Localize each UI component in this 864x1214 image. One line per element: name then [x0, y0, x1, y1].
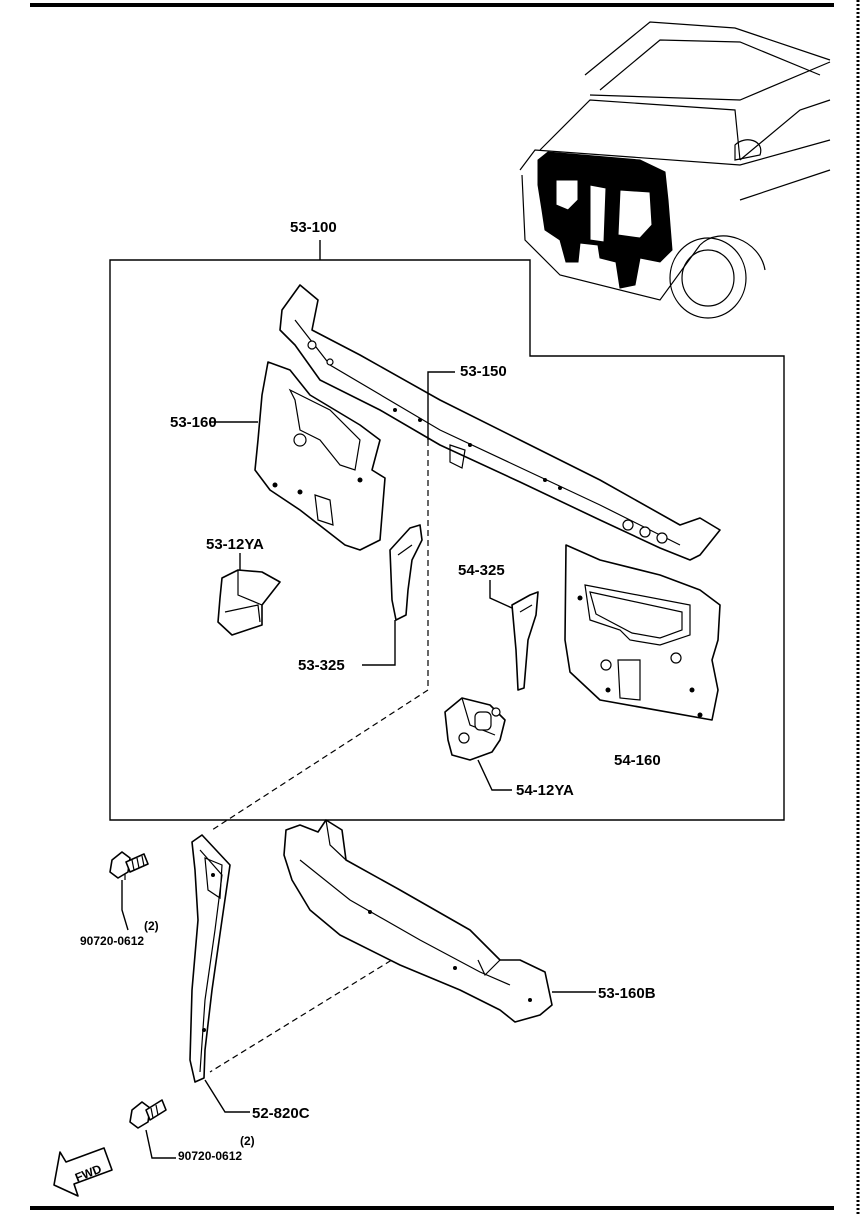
part-54-160-right-panel [564, 544, 721, 721]
part-54-12ya-right-bracket [444, 697, 506, 761]
label-53-160b: 53-160B [598, 985, 656, 1002]
part-53-325-left-stay [389, 524, 423, 621]
label-53-150: 53-150 [460, 363, 507, 380]
part-53-150-upper-member [279, 284, 721, 561]
page-frame [30, 0, 860, 1214]
vehicle-locator-illustration [519, 21, 831, 319]
label-53-100: 53-100 [290, 219, 337, 236]
part-53-12ya-left-bracket [217, 569, 281, 636]
part-54-325-right-stay [511, 591, 539, 691]
assembly-outline-box [109, 259, 785, 821]
quantity-lower-bolt: (2) [240, 1134, 255, 1148]
part-53-160-left-panel [254, 361, 386, 551]
bolt-icon-lower [129, 1099, 167, 1129]
highlighted-radiator-support [537, 151, 673, 289]
label-53-12ya: 53-12YA [206, 536, 264, 553]
part-number-upper-bolt: 90720-0612 [80, 934, 144, 948]
label-54-12ya: 54-12YA [516, 782, 574, 799]
dashed-guide-lines [124, 440, 429, 1073]
label-54-325: 54-325 [458, 562, 505, 579]
label-53-160: 53-160 [170, 414, 217, 431]
label-53-325: 53-325 [298, 657, 345, 674]
label-54-160: 54-160 [614, 752, 661, 769]
part-53-160b-lower-member [283, 819, 553, 1023]
fwd-arrow-icon: FWD [53, 1147, 113, 1197]
bolt-icon-upper [109, 851, 149, 879]
part-number-lower-bolt: 90720-0612 [178, 1149, 242, 1163]
label-52-820c: 52-820C [252, 1105, 310, 1122]
quantity-upper-bolt: (2) [144, 919, 159, 933]
part-52-820c-side-member [189, 834, 231, 1083]
